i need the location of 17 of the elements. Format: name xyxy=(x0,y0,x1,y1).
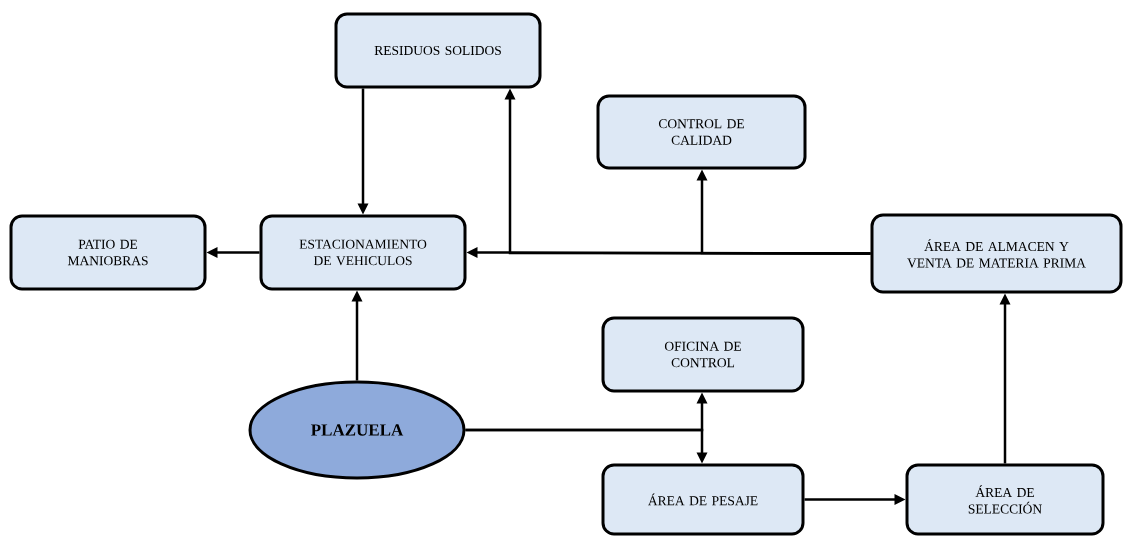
arrow xyxy=(465,428,708,464)
arrow xyxy=(504,88,871,255)
arrow xyxy=(351,290,363,381)
process-box: RESIDUOS SOLIDOS xyxy=(334,12,542,89)
arrow xyxy=(357,88,369,215)
process-box: ÁREA DE PESAJE xyxy=(601,463,805,536)
process-box: PATIO DE MANIOBRAS xyxy=(9,214,207,291)
process-box: ÁREA DE SELECCIÓN xyxy=(905,463,1105,536)
process-box: CONTROL DE CALIDAD xyxy=(596,94,807,170)
arrow xyxy=(999,293,1011,464)
process-box: ESTACIONAMIENTO DE VEHICULOS xyxy=(259,214,467,291)
oval-node: PLAZUELA xyxy=(248,380,466,480)
arrow xyxy=(206,247,260,258)
process-box: ÁREA DE ALMACEN Y VENTA DE MATERIA PRIMA xyxy=(870,213,1123,294)
arrow xyxy=(804,494,906,505)
process-box: OFICINA DE CONTROL xyxy=(601,316,805,393)
arrow xyxy=(696,169,871,255)
